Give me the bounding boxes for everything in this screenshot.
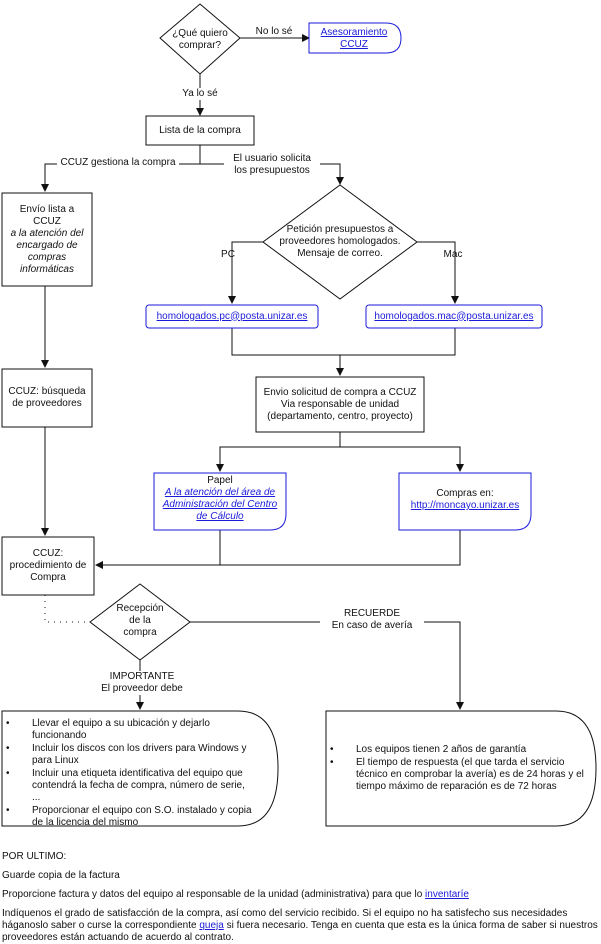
papel-link-line3[interactable]: de Cálculo xyxy=(196,511,244,522)
envio-lista-line1: Envío lista a xyxy=(19,203,75,215)
decision-que-comprar-line1: ¿Qué quiero xyxy=(172,28,228,39)
procedimiento-text: CCUZ: procedimiento de Compra xyxy=(2,537,94,595)
footer-line2: Proporcione factura y datos del equipo a… xyxy=(2,889,598,901)
connector-to-papel xyxy=(216,446,340,472)
email-mac-link[interactable]: homologados.mac@posta.unizar.es xyxy=(374,310,534,322)
importante-list: Llevar el equipo a su ubicación y dejarl… xyxy=(4,718,252,830)
email-mac-box[interactable] xyxy=(365,304,543,329)
decision-que-comprar xyxy=(159,3,241,75)
lista-compra-text: Lista de la compra xyxy=(159,124,241,136)
decision-que-comprar-line2: comprar? xyxy=(179,40,222,51)
recuerde-list: Los equipos tienen 2 años de garantía El… xyxy=(328,744,592,794)
envio-lista-italic-2: encargado de xyxy=(16,239,78,251)
label-mac: Mac xyxy=(443,249,463,260)
recepcion-line3: compra xyxy=(123,627,157,638)
busqueda-line1: CCUZ: búsqueda xyxy=(8,386,86,397)
footer: POR ULTIMO: Guarde copia de la factura P… xyxy=(2,851,598,944)
compras-en-link[interactable]: http://moncayo.unizar.es xyxy=(410,500,520,511)
importante-label: IMPORTANTE El proveedor debe xyxy=(92,671,192,695)
footer-line2-text: Proporcione factura y datos del equipo a… xyxy=(2,889,426,900)
label-no-se: No lo sé xyxy=(255,26,293,37)
busqueda-line2: de proveedores xyxy=(12,398,82,409)
connector-pc xyxy=(228,241,263,304)
list-item: Incluir los discos con los drivers para … xyxy=(4,743,252,767)
list-item: El tiempo de respuesta (el que tarda el … xyxy=(328,757,592,793)
asesoramiento-link-line2[interactable]: CCUZ xyxy=(340,39,368,50)
papel-text[interactable]: Papel A la atención del área de Administ… xyxy=(154,473,286,525)
lista-compra-box xyxy=(145,115,255,146)
asesoramiento-box[interactable] xyxy=(308,22,402,54)
asesoramiento-link-line1[interactable]: Asesoramiento xyxy=(321,27,388,38)
peticion-line3: Mensaje de correo. xyxy=(297,248,383,259)
papel-link-line2[interactable]: Administración del Centro xyxy=(162,499,278,510)
decision-recepcion xyxy=(89,583,191,661)
peticion-line2: proveedores homologados. xyxy=(279,236,400,247)
label-usuario-solicita-line1: El usuario solicita xyxy=(233,153,311,164)
envio-lista-italic-3: compras xyxy=(27,251,67,263)
label-ccuz-gestiona: CCUZ gestiona la compra xyxy=(57,157,179,169)
email-pc-text[interactable]: homologados.pc@posta.unizar.es xyxy=(146,305,318,328)
recepcion-line2: de la xyxy=(129,615,151,626)
solicitud-text: Envio solicitud de compra a CCUZ Via res… xyxy=(256,377,424,432)
solicitud-line1: Envio solicitud de compra a CCUZ xyxy=(263,386,417,398)
label-pc: PC xyxy=(221,249,235,260)
busqueda-text: CCUZ: búsqueda de proveedores xyxy=(2,369,92,427)
dotted-connector xyxy=(44,595,92,623)
solicitud-line2: Via responsable de unidad xyxy=(280,398,400,410)
solicitud-line3: (departamento, centro, proyecto) xyxy=(267,410,413,422)
envio-lista-text: Envío lista a CCUZ a la atención del enc… xyxy=(2,193,92,286)
email-mac-text[interactable]: homologados.mac@posta.unizar.es xyxy=(366,305,542,328)
recuerde-label: RECUERDE En caso de avería xyxy=(320,608,424,632)
compras-en-box[interactable] xyxy=(398,472,532,531)
footer-line3-post: si fuera necesario. Tenga en cuenta que … xyxy=(2,920,598,943)
recepcion-line1: Recepción xyxy=(116,603,163,614)
envio-lista-italic-4: informáticas xyxy=(20,263,74,275)
label-usuario-solicita: El usuario solicita los presupuestos xyxy=(224,153,320,177)
peticion-line1: Petición presupuestos a xyxy=(287,224,394,235)
compras-en-text[interactable]: Compras en: http://moncayo.unizar.es xyxy=(399,473,531,527)
papel-box[interactable] xyxy=(153,472,287,531)
importante-subtitle: El proveedor debe xyxy=(101,683,183,694)
list-item: Proporcionar el equipo con S.O. instalad… xyxy=(4,805,252,829)
recuerde-title: RECUERDE xyxy=(343,608,401,619)
list-item: Incluir una etiqueta identificativa del … xyxy=(4,768,252,804)
label-usuario-solicita-line2: los presupuestos xyxy=(234,165,310,176)
solicitud-box xyxy=(255,376,425,433)
footer-line1: Guarde copia de la factura xyxy=(2,870,120,881)
list-item: Los equipos tienen 2 años de garantía xyxy=(328,744,592,756)
list-item: Llevar el equipo a su ubicación y dejarl… xyxy=(4,718,252,742)
decision-peticion xyxy=(262,184,418,300)
papel-title: Papel xyxy=(207,475,233,486)
busqueda-box xyxy=(1,368,93,428)
recuerde-subtitle: En caso de avería xyxy=(331,620,413,631)
connector-recepcion-recuerde xyxy=(190,621,464,710)
papel-link-line1[interactable]: A la atención del área de xyxy=(164,487,276,498)
label-ya-se: Ya lo sé xyxy=(178,88,222,100)
procedimiento-line1: CCUZ: xyxy=(32,548,64,559)
connector-to-compras xyxy=(340,446,464,472)
connector-mac xyxy=(417,241,459,304)
envio-lista-line2: CCUZ xyxy=(33,215,61,227)
compras-en-title: Compras en: xyxy=(436,488,494,499)
footer-line3-text: Indíquenos el grado de satisfacción de l… xyxy=(2,908,568,931)
envio-lista-box xyxy=(1,192,93,287)
procedimiento-box xyxy=(1,536,95,596)
procedimiento-line3: Compra xyxy=(30,572,66,583)
procedimiento-line2: procedimiento de xyxy=(9,560,87,571)
queja-link[interactable]: queja xyxy=(199,920,224,931)
inventario-link[interactable]: inventaríe xyxy=(425,889,469,900)
footer-heading: POR ULTIMO: xyxy=(2,851,67,862)
connector-merge-channels xyxy=(219,530,461,566)
email-pc-link[interactable]: homologados.pc@posta.unizar.es xyxy=(156,310,308,322)
envio-lista-italic-1: a la atención del xyxy=(10,227,84,239)
email-pc-box[interactable] xyxy=(145,304,319,329)
importante-title: IMPORTANTE xyxy=(109,671,175,682)
footer-line3: Indíquenos el grado de satisfacción de l… xyxy=(2,908,598,944)
connector-merge-emails xyxy=(231,328,456,356)
